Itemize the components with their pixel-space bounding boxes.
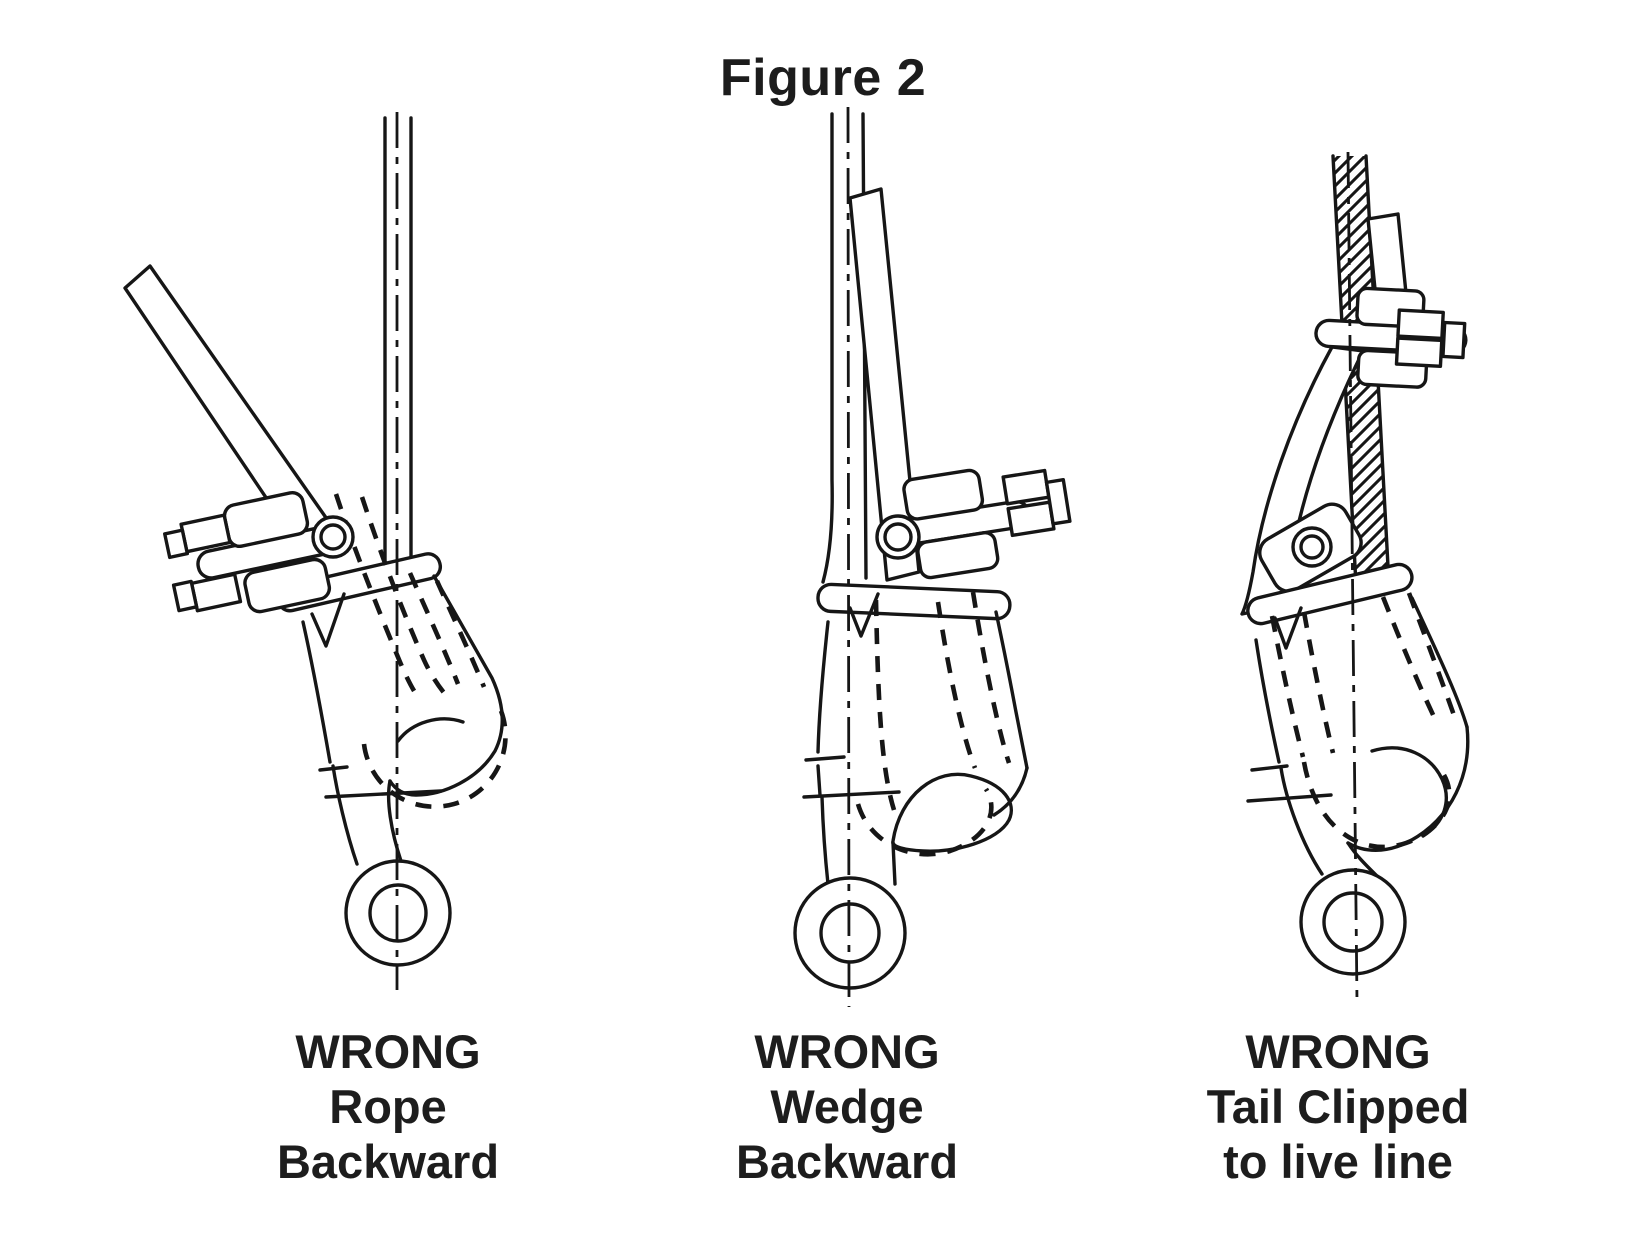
hidden-loop-2 bbox=[855, 787, 994, 857]
clip-nut-1b bbox=[189, 572, 243, 613]
caption-line: Wedge bbox=[770, 1080, 924, 1133]
caption-line: Tail Clipped bbox=[1206, 1080, 1470, 1133]
socket-strap-2 bbox=[816, 582, 1012, 621]
hidden-rope-path-3 bbox=[1269, 592, 1459, 850]
socket-body-1 bbox=[301, 574, 505, 866]
clip-saddle-lower-1 bbox=[243, 557, 332, 614]
caption-wedge-backward: WRONG Wedge Backward bbox=[627, 1024, 1067, 1189]
rope-end-arrow-2 bbox=[848, 592, 880, 638]
casting-tick-3 bbox=[1250, 764, 1289, 772]
loop-outer-3 bbox=[1346, 725, 1470, 852]
clip-saddle-lower-2 bbox=[916, 531, 1000, 580]
parting-line-1 bbox=[324, 789, 443, 799]
socket-eye-3 bbox=[1299, 868, 1407, 976]
wire-rope-clip-2 bbox=[875, 468, 1072, 580]
clip-nut-2b bbox=[1006, 500, 1056, 538]
hidden-rope-path-2 bbox=[855, 591, 1012, 857]
caption-line: WRONG bbox=[1245, 1025, 1431, 1078]
socket-body-2 bbox=[802, 592, 1029, 886]
wedge-pin-3 bbox=[1291, 526, 1333, 568]
rope-end-arrow-1 bbox=[310, 592, 346, 648]
clip-nut-3b bbox=[1394, 336, 1444, 369]
hidden-loop-3 bbox=[1301, 761, 1452, 850]
wire-rope-clip-3 bbox=[1314, 286, 1468, 389]
live-line-2 bbox=[821, 112, 868, 584]
caption-line: WRONG bbox=[754, 1025, 940, 1078]
loop-inner-3 bbox=[1370, 746, 1448, 838]
clip-nut-2a bbox=[1001, 468, 1051, 506]
loop-opening-1 bbox=[396, 717, 465, 743]
socket-strap-3 bbox=[1246, 562, 1414, 626]
rope-tail-2 bbox=[848, 187, 921, 582]
caption-line: Backward bbox=[276, 1135, 500, 1188]
caption-rope-backward: WRONG Rope Backward bbox=[168, 1024, 608, 1189]
hidden-loop-1 bbox=[361, 705, 508, 809]
caption-line: to live line bbox=[1223, 1135, 1453, 1188]
figure-title: Figure 2 bbox=[719, 49, 927, 107]
clip-nut-1a bbox=[179, 513, 232, 554]
rope-end-arrow-3 bbox=[1273, 606, 1303, 650]
centerline-2 bbox=[846, 106, 851, 1008]
clip-saddle-upper-2 bbox=[902, 468, 985, 521]
centerline-3 bbox=[1346, 151, 1359, 1003]
caption-line: WRONG bbox=[295, 1025, 481, 1078]
wedge-pin-1 bbox=[311, 515, 355, 559]
illustration-rope-backward bbox=[123, 112, 508, 990]
caption-line: Rope bbox=[329, 1080, 447, 1133]
caption-line: Backward bbox=[735, 1135, 959, 1188]
wedge-pin-2 bbox=[875, 514, 921, 560]
socket-body-3 bbox=[1246, 596, 1470, 880]
pin-boss-3 bbox=[1258, 502, 1363, 593]
illustration-wedge-backward bbox=[793, 106, 1072, 1008]
illustration-tail-clipped bbox=[1240, 151, 1470, 1003]
casting-tick-1 bbox=[318, 765, 349, 772]
parting-line-3 bbox=[1246, 793, 1333, 803]
clip-nut-3a bbox=[1396, 308, 1445, 341]
loop-opening-2 bbox=[891, 772, 1013, 853]
casting-tick-2 bbox=[804, 755, 846, 762]
wire-rope-clip-1 bbox=[163, 491, 355, 614]
hidden-rope-path-1 bbox=[333, 493, 508, 809]
caption-tail-clipped: WRONG Tail Clipped to live line bbox=[1118, 1024, 1558, 1189]
parting-line-2 bbox=[802, 790, 901, 799]
live-line-1 bbox=[383, 116, 413, 577]
